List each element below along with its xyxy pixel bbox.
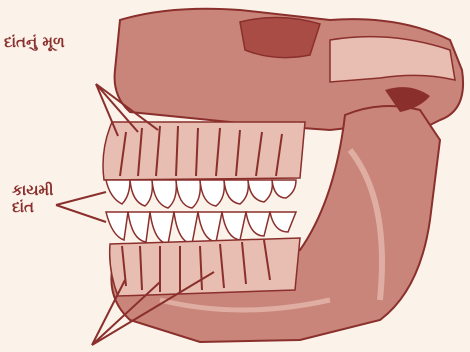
lower-root-region [110,238,300,296]
eye-socket [240,17,320,57]
teeth-leader-lines [56,192,106,222]
upper-teeth [106,180,296,208]
permanent-teeth-label-line1: કાયમી [12,182,53,199]
upper-root-region [103,122,305,180]
tooth-root-label: દાંતનું મૂળ [4,34,65,51]
permanent-teeth-label: કાયમી દાંત [12,182,53,217]
permanent-teeth-label-line2: દાંત [12,199,53,216]
